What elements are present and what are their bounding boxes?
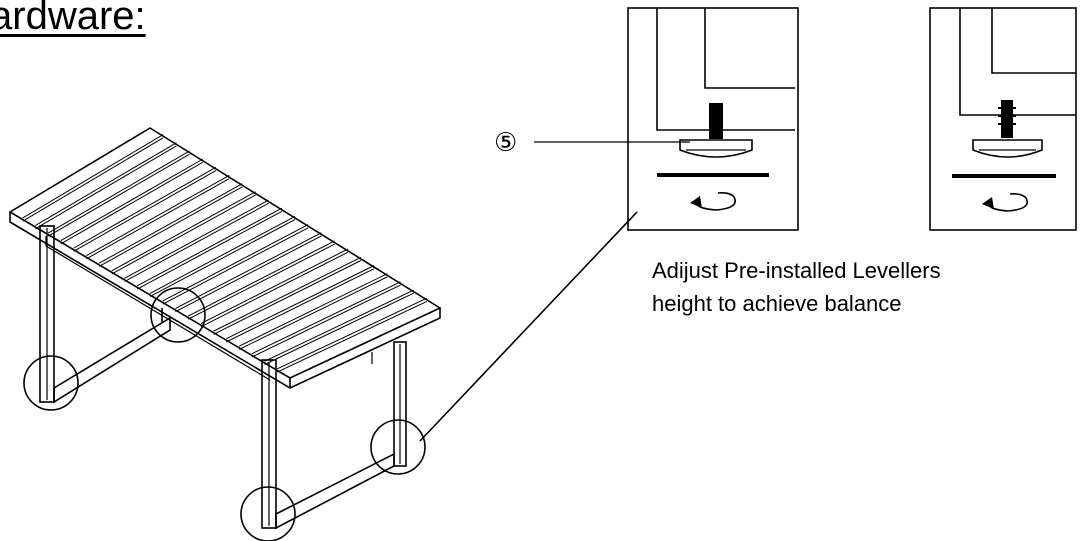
slat-line (277, 300, 428, 373)
slat-line (35, 145, 177, 230)
slat-line (187, 240, 335, 317)
slat-line (251, 284, 401, 358)
leader-line (419, 211, 638, 442)
slat-line (137, 210, 283, 290)
slat-line (22, 137, 164, 222)
table-illustration (8, 127, 638, 541)
slat-line (277, 297, 428, 370)
slat-line (86, 178, 230, 260)
slat-line (60, 158, 203, 242)
detail-circle (150, 287, 206, 343)
slat-line (226, 265, 375, 340)
slat-line (47, 150, 190, 234)
slat-line (213, 260, 362, 335)
slat-line (124, 199, 269, 279)
leveller-detail-1: ⑤ (494, 7, 799, 231)
slat-line (149, 215, 296, 294)
slat-line (86, 175, 230, 257)
rotate-arrow-icon (690, 192, 736, 211)
instruction-caption: Adijust Pre-installed Levellers height t… (652, 254, 941, 320)
caption-line-1: Adijust Pre-installed Levellers (652, 258, 941, 283)
detail-circle (240, 486, 296, 541)
caption-line-2: height to achieve balance (652, 291, 902, 316)
rotate-arrow-icon (982, 193, 1028, 212)
slat-line (238, 276, 388, 350)
detail-circle (370, 419, 426, 475)
slat-line (251, 281, 401, 355)
slat-line (35, 142, 177, 226)
slat-line (213, 256, 362, 332)
leveller-detail-2 (929, 7, 1077, 231)
slat-line (111, 191, 256, 272)
slat-line (200, 251, 348, 328)
tabletop-slats (22, 134, 428, 373)
slat-line (137, 207, 283, 287)
slat-line (162, 224, 309, 302)
leveller-screw (709, 103, 723, 139)
slat-line (124, 202, 269, 282)
slat-line (226, 268, 375, 343)
callout-number: ⑤ (494, 128, 517, 158)
slat-line (187, 243, 335, 320)
slat-line (175, 232, 322, 309)
slat-line (60, 161, 203, 245)
slat-line (264, 289, 414, 362)
slat-line (238, 273, 388, 347)
slat-line (47, 153, 190, 237)
slat-line (22, 134, 164, 219)
left-leg-frame (39, 225, 171, 404)
right-leg-frame (261, 341, 407, 530)
slat-line (111, 194, 256, 275)
section-heading: ardware: (0, 0, 146, 38)
slat-line (264, 292, 414, 365)
slat-line (149, 219, 296, 298)
slat-line (73, 166, 217, 249)
slat-line (162, 227, 309, 305)
slat-line (98, 186, 243, 267)
slat-line (73, 170, 217, 252)
slat-line (200, 248, 348, 325)
slat-line (98, 183, 243, 264)
detail-circle (23, 355, 79, 411)
leveller-screw (1001, 100, 1013, 138)
